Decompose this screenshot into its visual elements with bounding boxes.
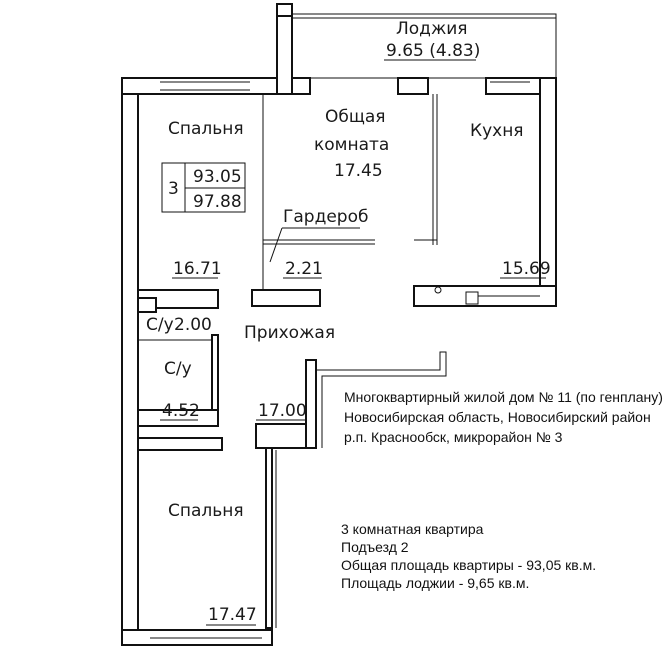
living-area: 17.45 [334, 161, 383, 181]
loggia-area: 9.65 (4.83) [386, 41, 480, 61]
wall-bedroom2-right [265, 447, 273, 629]
wall-left-outer [121, 77, 139, 646]
loggia-wall-left [276, 3, 293, 95]
apartment-type: 3 комнатная квартира [341, 521, 484, 537]
loggia-end-left [291, 77, 311, 95]
kitchen-mark [434, 286, 442, 294]
bathroom-name: С/у [164, 359, 192, 379]
wall-hall-right [305, 359, 317, 449]
wardrobe-name: Гардероб [283, 207, 368, 227]
loggia-end-right [397, 77, 429, 95]
hall-area: 17.00 [258, 401, 307, 421]
wall-wardrobe-bottom [251, 289, 321, 307]
bedroom1-name: Спальня [168, 119, 244, 139]
summary-area-loggia: 97.88 [193, 192, 242, 212]
bedroom2-name: Спальня [168, 501, 244, 521]
address-line1: Многоквартирный жилой дом № 11 (по генпл… [344, 389, 663, 405]
wc-area: 2.00 [174, 315, 212, 335]
bedroom1-area: 16.71 [173, 259, 222, 279]
hall-name: Прихожая [244, 323, 335, 343]
wall-top-left [121, 77, 293, 95]
loggia-wall-top [276, 3, 293, 17]
wardrobe-leader [269, 227, 283, 263]
loggia-outline [291, 13, 557, 79]
wall-hall-bottom [255, 423, 309, 449]
wall-bath-bottom [137, 409, 219, 427]
living-name-line2: комната [314, 135, 389, 155]
apartment-info-block: 3 комнатная квартира Подъезд 2 Общая пло… [341, 520, 596, 592]
kitchen-vent [465, 291, 479, 305]
wardrobe-area: 2.21 [285, 259, 323, 279]
apartment-entrance: Подъезд 2 [341, 539, 409, 555]
wall-bath-top [137, 297, 157, 313]
loggia-name: Лоджия [396, 19, 468, 39]
wall-bedroom2-top [137, 437, 223, 451]
bathroom-area: 4.52 [162, 401, 200, 421]
kitchen-name: Кухня [470, 121, 524, 141]
wc-name: С/у [146, 315, 174, 335]
summary-area-total: 93.05 [193, 167, 242, 187]
address-line3: р.п. Краснообск, микрорайон № 3 [344, 429, 563, 445]
address-line2: Новосибирская область, Новосибирский рай… [344, 409, 651, 425]
bedroom2-area: 17.47 [208, 605, 257, 625]
apartment-total-area: Общая площадь квартиры - 93,05 кв.м. [341, 557, 597, 573]
living-name-line1: Общая [325, 107, 386, 127]
address-block: Многоквартирный жилой дом № 11 (по генпл… [344, 388, 670, 446]
summary-rooms: 3 [168, 179, 179, 199]
loggia-side-wall [315, 351, 447, 448]
apartment-loggia-area: Площадь лоджии - 9,65 кв.м. [341, 575, 530, 591]
kitchen-area: 15.69 [502, 259, 551, 279]
